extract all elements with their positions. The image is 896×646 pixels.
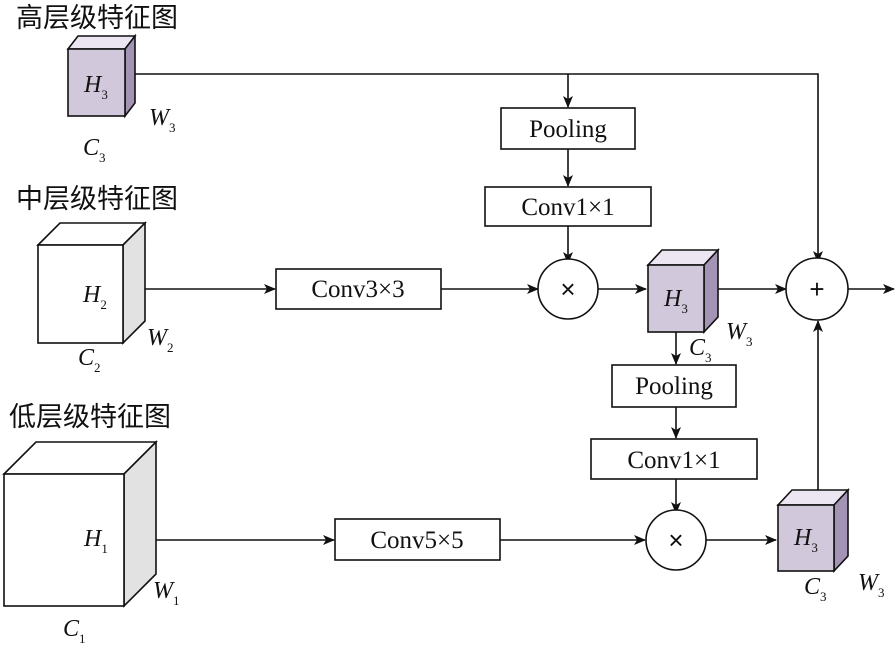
cube-fused-mid-h-label: H3 — [663, 286, 688, 316]
cube-fused-low: H3 C3 W3 — [776, 487, 885, 604]
cube-low-front — [3, 473, 125, 607]
pooling-top-box: Pooling — [500, 107, 636, 150]
pooling-mid-box: Pooling — [611, 364, 737, 408]
cube-mid-c-label: C2 — [78, 345, 101, 375]
add-node: + — [785, 257, 849, 321]
connector-high-to-add — [135, 73, 823, 263]
multiply-low-symbol: × — [668, 525, 683, 555]
cube-low-h-label: H1 — [83, 526, 108, 556]
cube-fused-mid-side — [703, 247, 719, 335]
cube-low-c-label: C1 — [63, 616, 86, 646]
pooling-mid-label: Pooling — [635, 373, 713, 400]
cube-low-w-label: W1 — [153, 578, 180, 608]
cube-fused-low-c-label: C3 — [804, 574, 827, 604]
cube-high-w-label: W3 — [149, 105, 176, 135]
conv1-mid-box: Conv1×1 — [590, 438, 758, 480]
cube-mid-level: H2 W2 C2 — [36, 221, 174, 375]
cube-low-level: H1 W1 C1 — [2, 440, 180, 646]
cube-mid-front — [37, 244, 124, 344]
conv5-label: Conv5×5 — [370, 527, 463, 554]
cube-mid-w-label: W2 — [147, 325, 174, 355]
title-mid-level: 中层级特征图 — [16, 184, 178, 215]
cube-fused-mid-c-label: C3 — [689, 335, 712, 365]
add-symbol: + — [809, 274, 824, 304]
title-high-level: 高层级特征图 — [16, 3, 178, 34]
cube-high-front — [67, 48, 126, 117]
cube-high-level: H3 W3 C3 — [66, 33, 176, 165]
conv3-label: Conv3×3 — [311, 276, 404, 303]
cube-high-c-label: C3 — [83, 135, 106, 165]
cube-fused-low-front — [777, 504, 835, 572]
cube-fused-low-side — [833, 487, 849, 574]
title-low-level: 低层级特征图 — [9, 402, 171, 433]
pooling-top-label: Pooling — [529, 116, 607, 143]
multiply-node-low: × — [645, 509, 707, 571]
cube-fused-low-w-label: W3 — [858, 570, 885, 600]
multiply-node-mid: × — [537, 258, 599, 320]
cube-high-side — [124, 33, 136, 119]
cube-fused-mid-front — [647, 264, 705, 333]
cube-high-top — [66, 35, 137, 50]
conv1-top-box: Conv1×1 — [484, 186, 652, 227]
conv1-mid-label: Conv1×1 — [627, 447, 720, 474]
multiply-mid-symbol: × — [560, 274, 575, 304]
cube-mid-h-label: H2 — [82, 282, 107, 312]
cube-fused-low-h-label: H3 — [793, 525, 818, 555]
cube-mid-side — [122, 221, 146, 345]
cube-high-h-label: H3 — [83, 72, 108, 102]
cube-fused-mid-w-label: W3 — [726, 319, 753, 349]
conv3-box: Conv3×3 — [275, 268, 442, 310]
conv5-box: Conv5×5 — [334, 518, 501, 561]
cube-fused-mid: H3 C3 W3 — [646, 247, 753, 365]
conv1-top-label: Conv1×1 — [521, 194, 614, 221]
